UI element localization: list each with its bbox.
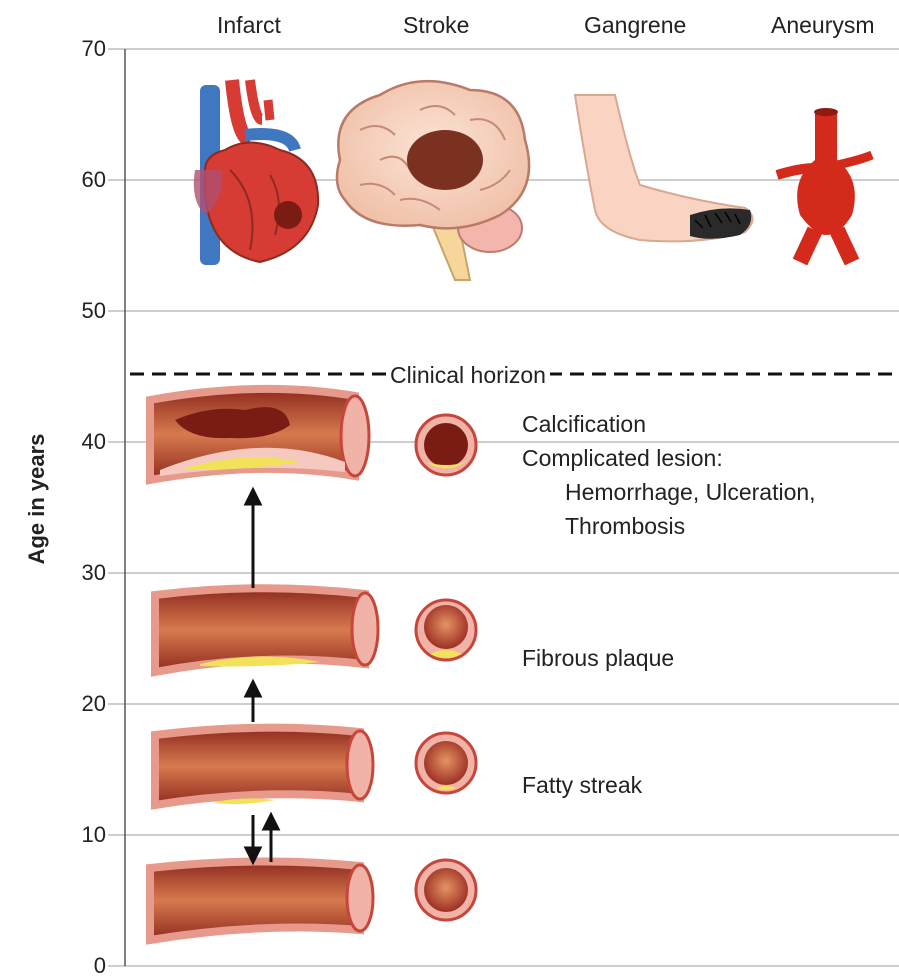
clinical-horizon-label: Clinical horizon [386,362,550,389]
label-complicated-lesion: Complicated lesion: [522,444,723,472]
y-tick-70: 70 [70,38,106,60]
progression-arrows [246,490,278,862]
label-fatty-streak: Fatty streak [522,771,642,799]
vessel-fatty-streak [155,728,373,805]
aneurysm-illustration [777,108,872,262]
cross-section-fibrous [416,600,476,660]
column-infarct: Infarct [217,12,281,39]
y-tick-30: 30 [70,562,106,584]
label-calcification: Calcification [522,410,646,438]
label-fibrous-plaque: Fibrous plaque [522,644,674,672]
vessel-complicated-lesion [150,389,369,480]
label-thrombosis: Thrombosis [565,512,685,540]
brain-illustration [337,81,529,280]
column-aneurysm: Aneurysm [771,12,899,39]
foot-illustration [575,95,753,241]
y-tick-20: 20 [70,693,106,715]
y-tick-10: 10 [70,824,106,846]
y-axis-label: Age in years [24,424,50,574]
y-tick-50: 50 [70,300,106,322]
column-stroke: Stroke [403,12,469,39]
y-tick-60: 60 [70,169,106,191]
label-hemorrhage-ulceration: Hemorrhage, Ulceration, [565,478,816,506]
vessel-normal [150,861,373,940]
y-tick-0: 0 [70,955,106,977]
cross-section-complicated [416,415,476,475]
vessel-fibrous-plaque [155,588,378,672]
column-gangrene: Gangrene [584,12,686,39]
cross-section-fatty [416,733,476,793]
y-tick-40: 40 [70,431,106,453]
cross-section-normal [416,860,476,920]
heart-illustration [194,80,318,265]
